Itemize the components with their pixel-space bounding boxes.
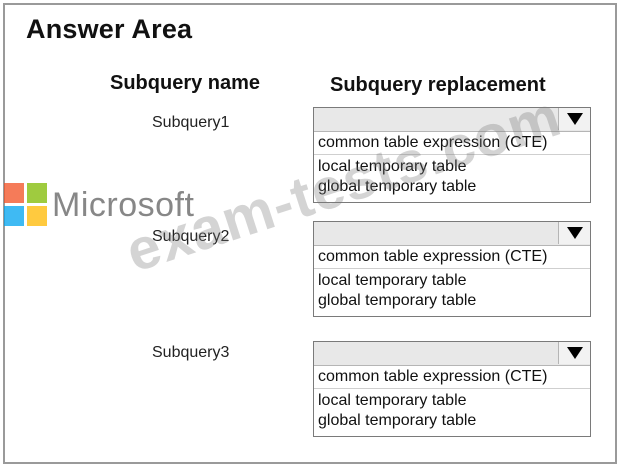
- column-header-subquery-replacement: Subquery replacement: [330, 74, 546, 96]
- dropdown-subquery1[interactable]: common table expression (CTE) local temp…: [313, 107, 591, 203]
- dropdown-option-global-temp-table[interactable]: global temporary table: [318, 292, 477, 309]
- dropdown-arrow-icon[interactable]: [558, 342, 590, 364]
- dropdown-subquery3[interactable]: common table expression (CTE) local temp…: [313, 341, 591, 437]
- dropdown-option-local-temp-table[interactable]: local temporary table: [318, 158, 467, 175]
- dropdown-option-global-temp-table[interactable]: global temporary table: [318, 412, 477, 429]
- page-title: Answer Area: [26, 14, 193, 44]
- dropdown-option-local-temp-table[interactable]: local temporary table: [318, 392, 467, 409]
- dropdown-option-cte[interactable]: common table expression (CTE): [314, 132, 590, 155]
- row-label-subquery2: Subquery2: [152, 228, 230, 245]
- logo-square-blue: [4, 206, 24, 226]
- dropdown-selected-value[interactable]: [314, 222, 590, 246]
- logo-square-green: [27, 183, 47, 203]
- microsoft-logo-icon: [4, 183, 48, 227]
- dropdown-arrow-icon[interactable]: [558, 108, 590, 130]
- column-header-subquery-name: Subquery name: [110, 72, 261, 94]
- dropdown-option-local-temp-table[interactable]: local temporary table: [318, 272, 467, 289]
- dropdown-arrow-icon[interactable]: [558, 222, 590, 244]
- microsoft-logo-text: Microsoft: [52, 186, 195, 224]
- dropdown-selected-value[interactable]: [314, 342, 590, 366]
- dropdown-selected-value[interactable]: [314, 108, 590, 132]
- logo-square-yellow: [27, 206, 47, 226]
- dropdown-option-cte[interactable]: common table expression (CTE): [314, 246, 590, 269]
- dropdown-option-cte[interactable]: common table expression (CTE): [314, 366, 590, 389]
- row-label-subquery1: Subquery1: [152, 114, 230, 131]
- row-label-subquery3: Subquery3: [152, 344, 230, 361]
- dropdown-option-global-temp-table[interactable]: global temporary table: [318, 178, 477, 195]
- logo-square-red: [4, 183, 24, 203]
- dropdown-subquery2[interactable]: common table expression (CTE) local temp…: [313, 221, 591, 317]
